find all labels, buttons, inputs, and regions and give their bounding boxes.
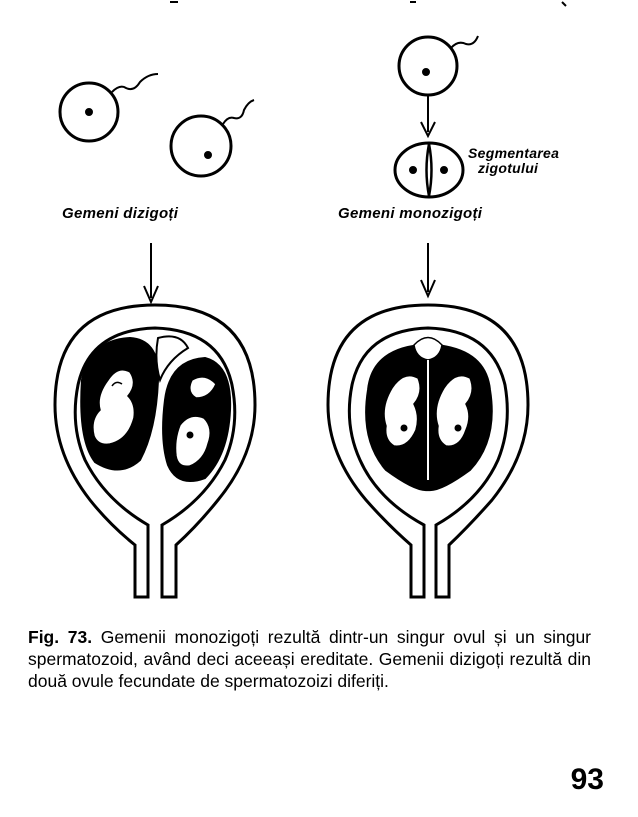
page-number: 93	[570, 763, 604, 796]
label-segmentation-line1: Segmentarea	[468, 145, 560, 161]
figure-reference: Fig. 73.	[28, 627, 93, 647]
arrow-down-icon	[143, 243, 159, 305]
egg-cell-2	[169, 99, 255, 178]
label-zygote-segmentation: Segmentarea zigotului	[468, 146, 559, 176]
egg-cell-mono	[397, 35, 479, 97]
arrow-down-icon	[420, 243, 436, 299]
twins-illustration	[53, 1, 567, 599]
uterus-dizygotic	[53, 303, 257, 599]
label-segmentation-line2: zigotului	[478, 160, 539, 176]
uterus-monozygotic	[326, 303, 530, 599]
caption-text: Gemenii monozigoți rezultă dintr-un sing…	[28, 627, 591, 691]
label-dizygotic-twins: Gemeni dizigoți	[62, 205, 179, 222]
arrow-down-icon	[420, 96, 436, 139]
segmented-zygote	[393, 141, 465, 199]
label-monozygotic-twins: Gemeni monozigoți	[338, 205, 483, 222]
egg-cell-1	[58, 73, 159, 143]
figure-caption: Fig. 73. Gemenii monozigoți rezultă dint…	[28, 626, 591, 692]
